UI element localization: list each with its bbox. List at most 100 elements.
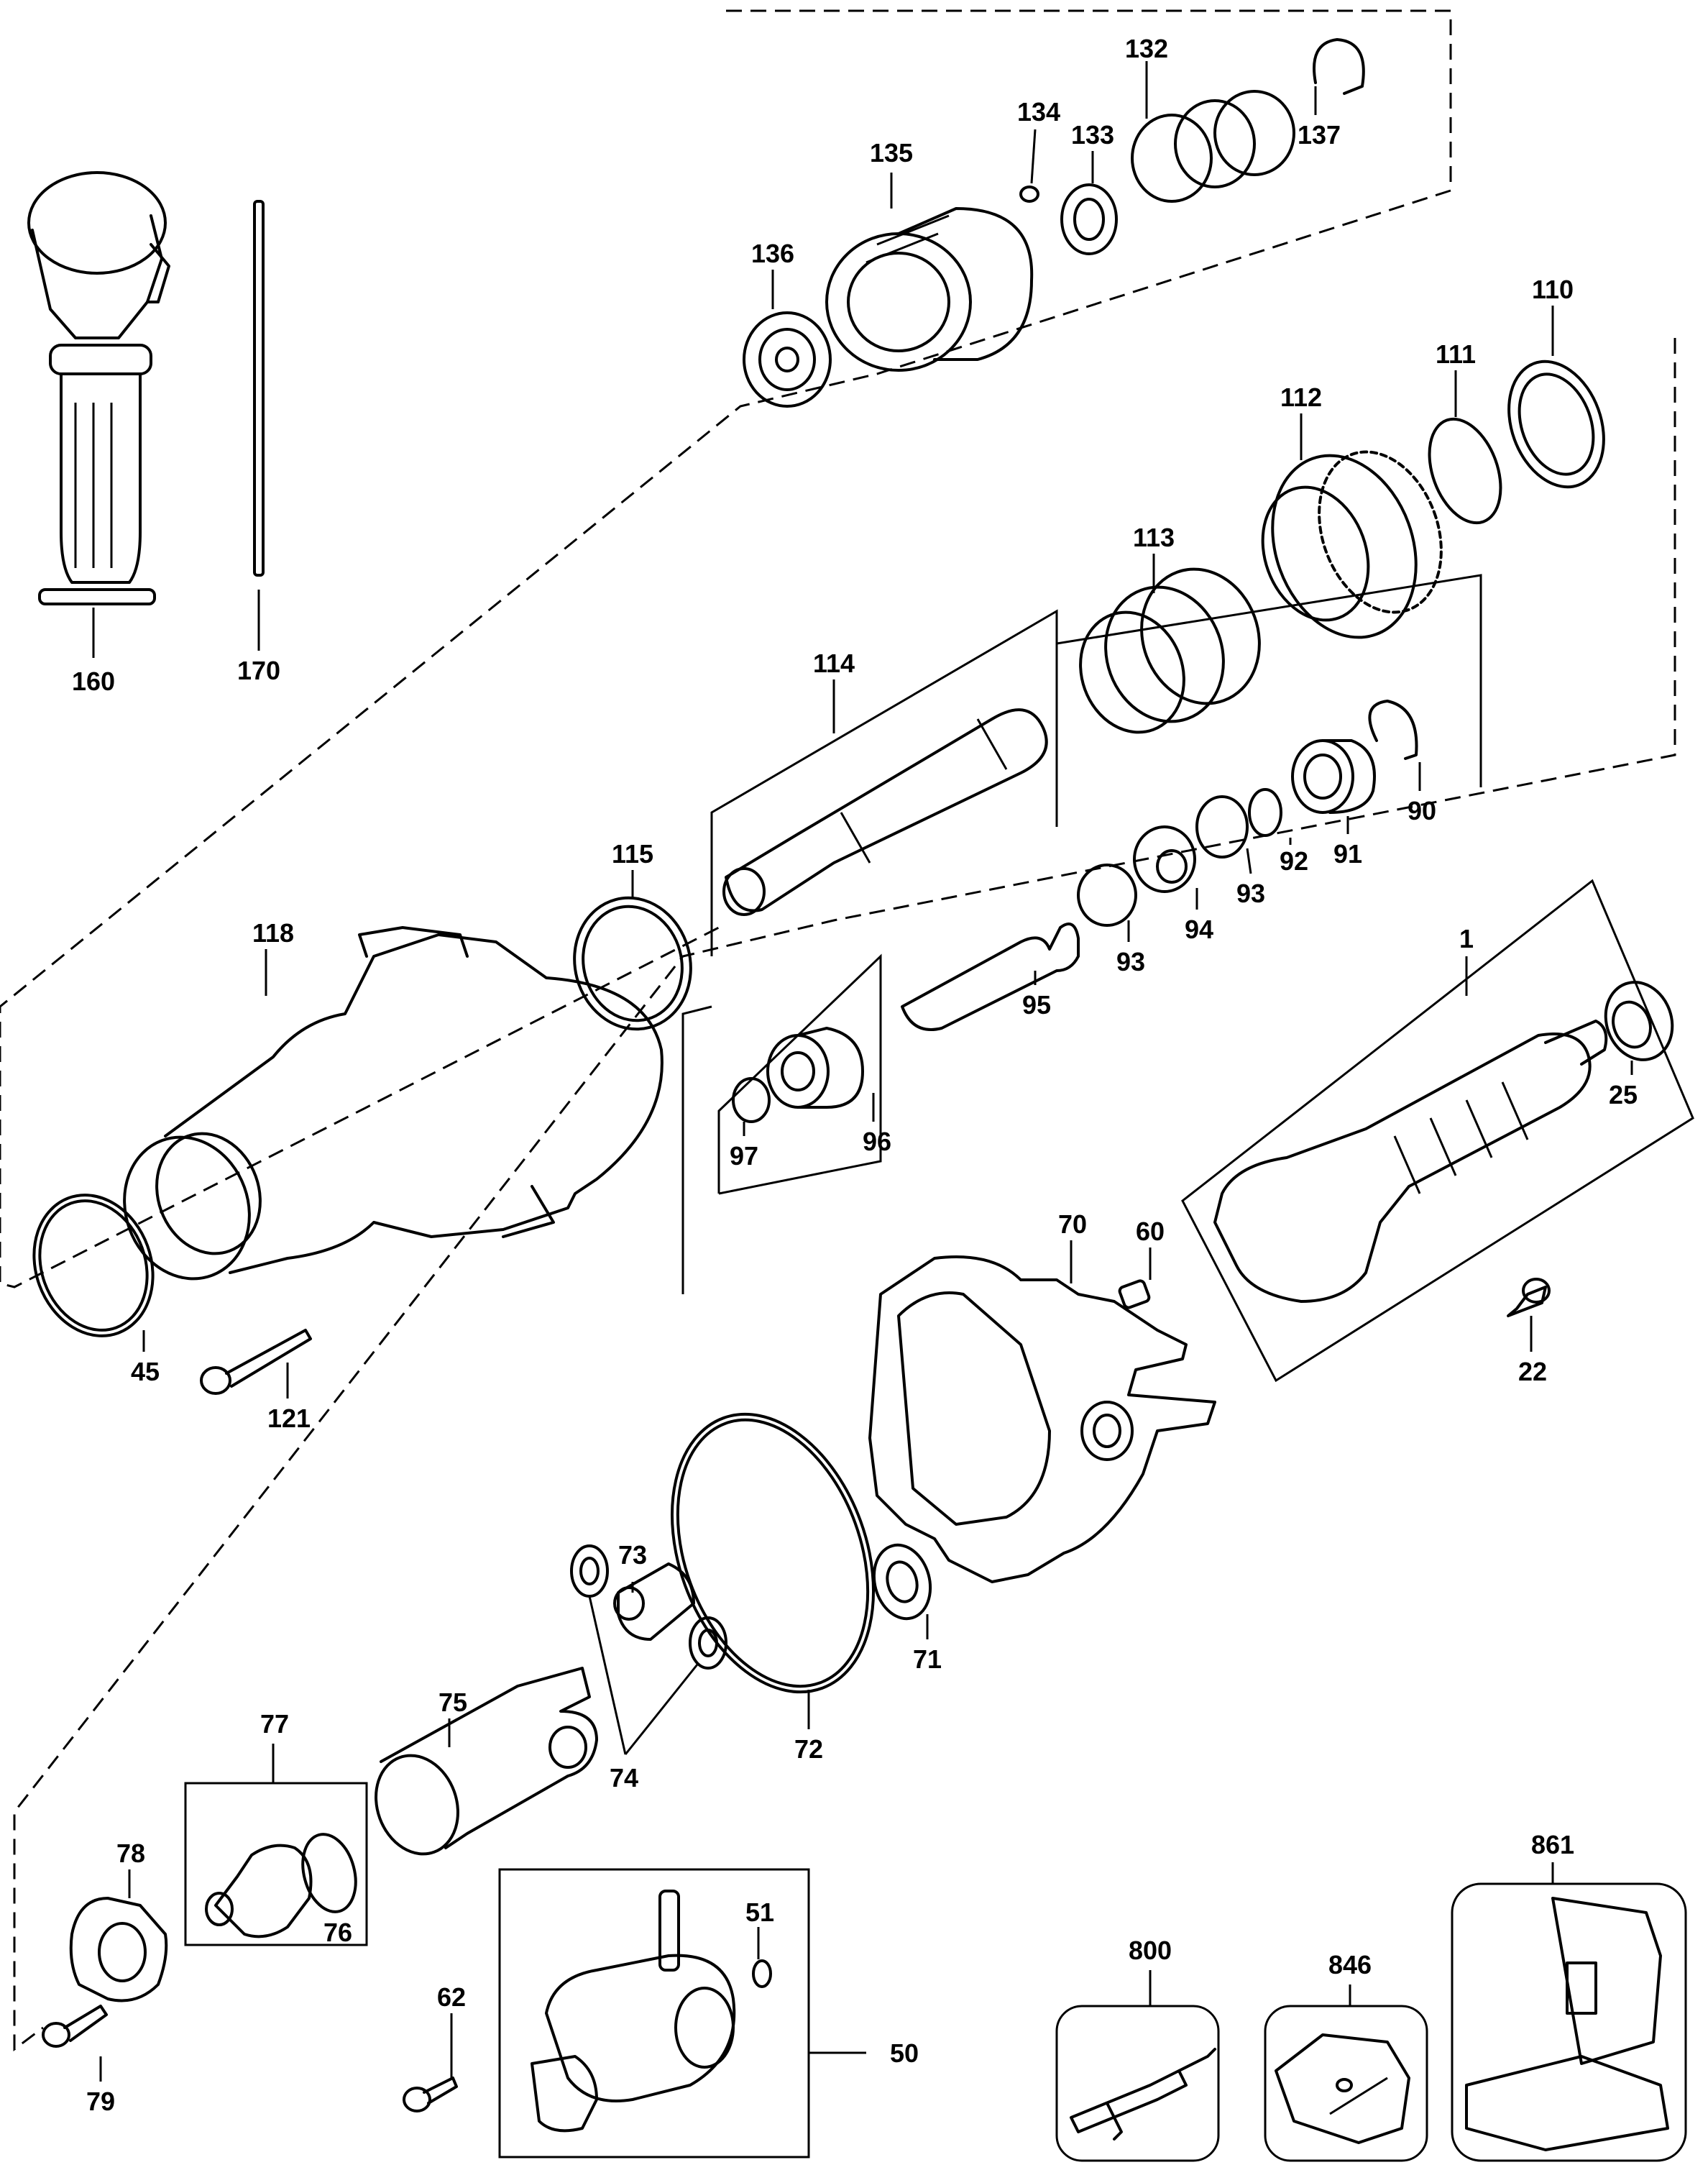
label-79: 79 (86, 2087, 115, 2116)
label-135: 135 (870, 138, 913, 168)
label-136: 136 (751, 239, 794, 268)
flange-78 (69, 1869, 168, 2002)
label-50: 50 (890, 2038, 919, 2068)
accessory-box-800 (1055, 2005, 1220, 2162)
screw-121 (200, 1329, 312, 1398)
grease-gun-800 (1070, 2048, 1216, 2141)
label-25: 25 (1609, 1080, 1638, 1109)
label-112: 112 (1280, 383, 1322, 412)
striker-95 (901, 923, 1080, 1031)
subassembly-box-77 (184, 1782, 368, 1946)
o-ring-111 (1428, 370, 1502, 525)
subassembly-box-armature (1181, 879, 1694, 1383)
label-74: 74 (610, 1763, 638, 1793)
seal-ring-110 (1507, 306, 1605, 489)
subassembly-box-114 (710, 609, 1058, 956)
o-ring-97 (732, 1077, 771, 1136)
washer-93-upper (1195, 795, 1252, 874)
label-51: 51 (745, 1897, 774, 1927)
label-73: 73 (618, 1540, 647, 1570)
label-70: 70 (1058, 1209, 1087, 1239)
o-ring-51 (752, 1927, 772, 1988)
label-97: 97 (730, 1141, 758, 1171)
label-134: 134 (1017, 97, 1060, 127)
armature-1 (1213, 1020, 1608, 1303)
label-133: 133 (1071, 120, 1114, 150)
label-60: 60 (1136, 1217, 1165, 1246)
cylinder-75 (375, 1667, 598, 1856)
screw-62 (403, 2013, 458, 2112)
subassembly-box-96-97 (717, 953, 882, 1195)
pin-73 (613, 1562, 695, 1641)
small-ball-part (1019, 129, 1039, 203)
chuck-spring-part (1131, 61, 1295, 203)
gear-112 (1261, 413, 1443, 639)
spindle-114 (722, 679, 1048, 916)
document-846 (1275, 2033, 1410, 2144)
screw-22 (1507, 1278, 1551, 1352)
label-45: 45 (131, 1357, 160, 1386)
brush-60 (1118, 1247, 1152, 1309)
spring-washer-part (1060, 151, 1118, 255)
carry-case-861 (1465, 1897, 1669, 2151)
chuck-body-part (825, 173, 1034, 372)
assembly-outline-upper (0, 9, 1452, 1288)
label-118: 118 (252, 918, 294, 948)
piston-77 (205, 1844, 313, 1938)
label-111: 111 (1436, 339, 1476, 369)
washers-74 (570, 1544, 727, 1755)
label-93-lower: 93 (1116, 947, 1145, 976)
label-132: 132 (1125, 34, 1168, 63)
label-170: 170 (237, 656, 280, 685)
side-handle-part (27, 171, 170, 658)
label-114: 114 (813, 649, 855, 678)
label-76: 76 (323, 1918, 352, 1947)
screw-79 (42, 2005, 108, 2082)
piston-96 (766, 1027, 875, 1122)
washer-94 (1133, 825, 1198, 910)
bearing-25 (1604, 981, 1674, 1075)
retaining-ring-137 (1313, 38, 1365, 115)
o-ring-45 (32, 1194, 155, 1352)
label-91: 91 (1333, 839, 1362, 869)
label-90: 90 (1408, 796, 1436, 825)
label-160: 160 (72, 667, 115, 696)
gear-housing-118 (123, 926, 664, 1281)
spring-113 (1079, 554, 1261, 734)
label-95: 95 (1022, 990, 1051, 1020)
label-77: 77 (260, 1709, 289, 1739)
o-ring-76 (301, 1833, 357, 1913)
label-121: 121 (267, 1404, 311, 1433)
label-22: 22 (1518, 1357, 1547, 1386)
accessory-box-846 (1264, 2005, 1428, 2162)
bush-91 (1291, 739, 1376, 834)
label-800: 800 (1129, 1936, 1172, 1965)
label-94: 94 (1185, 915, 1213, 944)
label-861: 861 (1531, 1830, 1574, 1859)
label-92: 92 (1280, 846, 1308, 876)
label-71: 71 (913, 1644, 942, 1674)
label-93-upper: 93 (1236, 879, 1265, 908)
gear-assembly-50 (531, 1890, 736, 2133)
label-1: 1 (1459, 924, 1474, 953)
label-75: 75 (439, 1688, 467, 1717)
depth-rod-part (253, 200, 265, 651)
label-78: 78 (116, 1839, 145, 1868)
label-110: 110 (1532, 275, 1574, 304)
subassembly-box-50 (498, 1868, 810, 2158)
label-115: 115 (612, 839, 653, 869)
label-137: 137 (1298, 120, 1341, 150)
circlip-90 (1368, 700, 1421, 791)
accessory-box-861 (1451, 1882, 1687, 2162)
motor-housing-70 (868, 1240, 1216, 1583)
label-846: 846 (1328, 1950, 1372, 1979)
label-96: 96 (863, 1127, 891, 1156)
washer-93-lower (1077, 864, 1137, 942)
ring-92 (1248, 788, 1292, 845)
label-113: 113 (1133, 523, 1175, 552)
bearing-71 (872, 1543, 932, 1639)
assembly-outline-lower (13, 338, 1676, 2051)
chuck-sleeve-part (743, 270, 832, 408)
label-72: 72 (794, 1734, 823, 1764)
